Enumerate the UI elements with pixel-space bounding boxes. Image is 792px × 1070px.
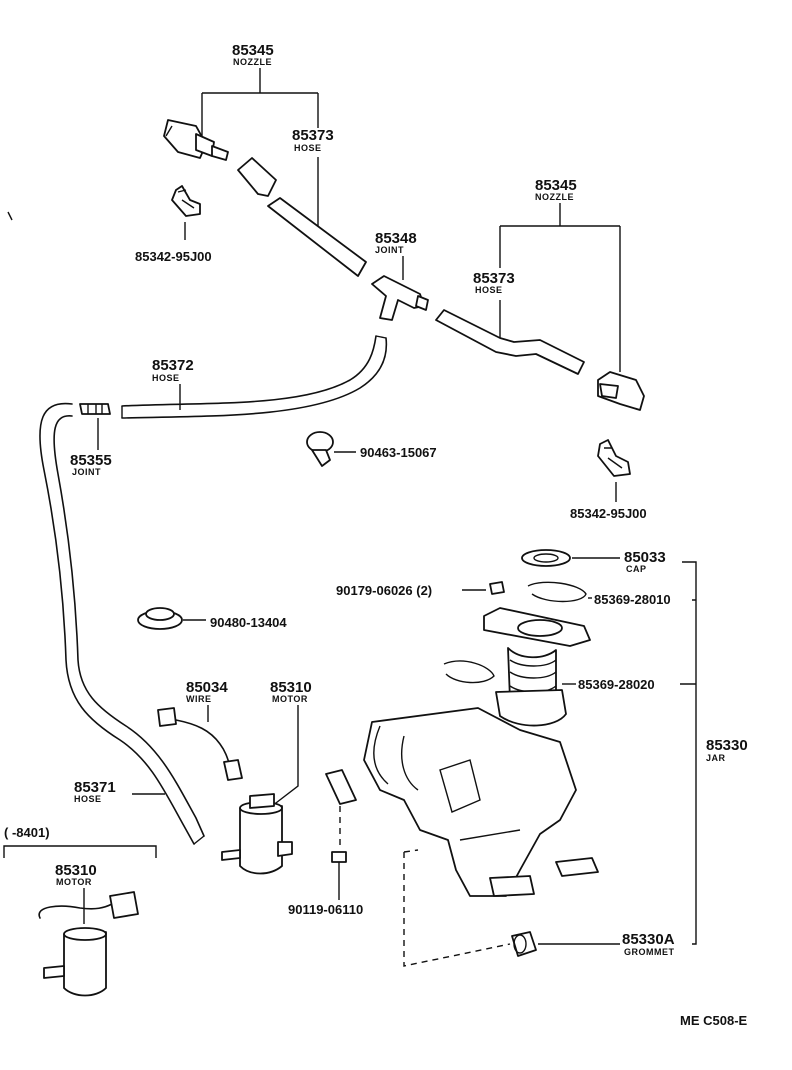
- svg-text:85330: 85330: [706, 737, 748, 754]
- hose-top-long: [267, 197, 367, 277]
- svg-text:85372: 85372: [152, 357, 194, 374]
- leader-85345-top: [201, 68, 319, 232]
- joint-mid-part: [371, 275, 429, 321]
- svg-text:JOINT: JOINT: [72, 467, 101, 477]
- scan-mark: [7, 211, 13, 221]
- grommet-part: [511, 931, 537, 957]
- svg-text:85310: 85310: [55, 862, 97, 879]
- gasket-lower-part: [443, 660, 495, 684]
- label-90179: 90179-06026 (2): [336, 583, 432, 598]
- svg-text:85310: 85310: [270, 679, 312, 696]
- label-85342-top: 85342-95J00: [135, 249, 212, 264]
- motor-part: [221, 793, 293, 875]
- svg-text:85373: 85373: [473, 270, 515, 287]
- svg-text:85345: 85345: [232, 42, 274, 59]
- joint-left-part: [79, 403, 111, 415]
- motor-old-part: [38, 891, 139, 997]
- svg-text:85371: 85371: [74, 779, 116, 796]
- hose-lower-outer: [39, 402, 195, 845]
- svg-text:HOSE: HOSE: [475, 285, 503, 295]
- svg-text:85348: 85348: [375, 230, 417, 247]
- nut-part: [489, 581, 505, 595]
- label-85348: 85348 JOINT: [375, 230, 417, 255]
- jar-part: [325, 707, 599, 897]
- svg-text:85330A: 85330A: [622, 931, 675, 948]
- range-bracket: [3, 845, 157, 858]
- label-85355: 85355 JOINT: [70, 452, 112, 477]
- hose-long-ends: [121, 335, 387, 418]
- clip-top-part: [171, 185, 201, 217]
- grommet-plug-part: [137, 607, 183, 630]
- leader-85310: [271, 705, 299, 807]
- svg-text:CAP: CAP: [626, 564, 647, 574]
- leader-dash-grommet: [403, 849, 511, 967]
- svg-text:JAR: JAR: [706, 753, 726, 763]
- label-range: ( -8401): [4, 825, 50, 840]
- leader-85330-bracket: [680, 561, 697, 945]
- label-85330A: 85330A GROMMET: [622, 931, 675, 957]
- label-85369-top: 85369-28010: [594, 592, 671, 607]
- clamp-part: [306, 431, 334, 467]
- label-90463: 90463-15067: [360, 445, 437, 460]
- filler-neck-part: [483, 607, 591, 727]
- diagram-code: ME C508-E: [680, 1013, 748, 1028]
- svg-text:HOSE: HOSE: [74, 794, 102, 804]
- svg-text:HOSE: HOSE: [152, 373, 180, 383]
- hose-lower-inner: [53, 415, 205, 837]
- svg-text:85355: 85355: [70, 452, 112, 469]
- label-85373-right: 85373 HOSE: [473, 270, 515, 295]
- hose-right: [435, 309, 585, 375]
- label-90480: 90480-13404: [210, 615, 287, 630]
- svg-text:WIRE: WIRE: [186, 694, 212, 704]
- nozzle-right-part: [597, 371, 645, 411]
- clip-right-part: [597, 439, 631, 477]
- svg-text:85034: 85034: [186, 679, 228, 696]
- label-85342-right: 85342-95J00: [570, 506, 647, 521]
- svg-text:HOSE: HOSE: [294, 143, 322, 153]
- label-85372: 85372 HOSE: [152, 357, 194, 383]
- label-85345-right: 85345 NOZZLE: [535, 177, 577, 202]
- label-85310: 85310 MOTOR: [270, 679, 312, 704]
- svg-text:85345: 85345: [535, 177, 577, 194]
- svg-text:GROMMET: GROMMET: [624, 947, 675, 957]
- label-85371: 85371 HOSE: [74, 779, 116, 804]
- gasket-top-part: [527, 581, 587, 603]
- svg-text:NOZZLE: NOZZLE: [535, 192, 574, 202]
- hose-top-short: [237, 157, 277, 197]
- svg-text:NOZZLE: NOZZLE: [233, 57, 272, 67]
- label-90119: 90119-06110: [288, 902, 363, 917]
- svg-text:MOTOR: MOTOR: [272, 694, 308, 704]
- label-85345-top: 85345 NOZZLE: [232, 42, 274, 67]
- bolt-part: [331, 851, 347, 888]
- leader-85345-right: [499, 203, 621, 372]
- svg-text:85033: 85033: [624, 549, 666, 566]
- cap-part: [521, 549, 571, 567]
- hose-long-lower-edge: [121, 337, 388, 419]
- hose-long-upper-edge: [121, 335, 377, 407]
- svg-text:MOTOR: MOTOR: [56, 877, 92, 887]
- wire-part: [157, 707, 243, 781]
- label-85373-top: 85373 HOSE: [292, 127, 334, 153]
- svg-text:85373: 85373: [292, 127, 334, 144]
- label-85033: 85033 CAP: [624, 549, 666, 574]
- label-85330: 85330 JAR: [706, 737, 748, 763]
- nozzle-top-part: [163, 119, 229, 161]
- svg-text:JOINT: JOINT: [375, 245, 404, 255]
- label-85310-old: 85310 MOTOR: [55, 862, 97, 887]
- label-85034: 85034 WIRE: [186, 679, 228, 704]
- label-85369-lower: 85369-28020: [578, 677, 655, 692]
- hose-lower-end: [193, 835, 205, 845]
